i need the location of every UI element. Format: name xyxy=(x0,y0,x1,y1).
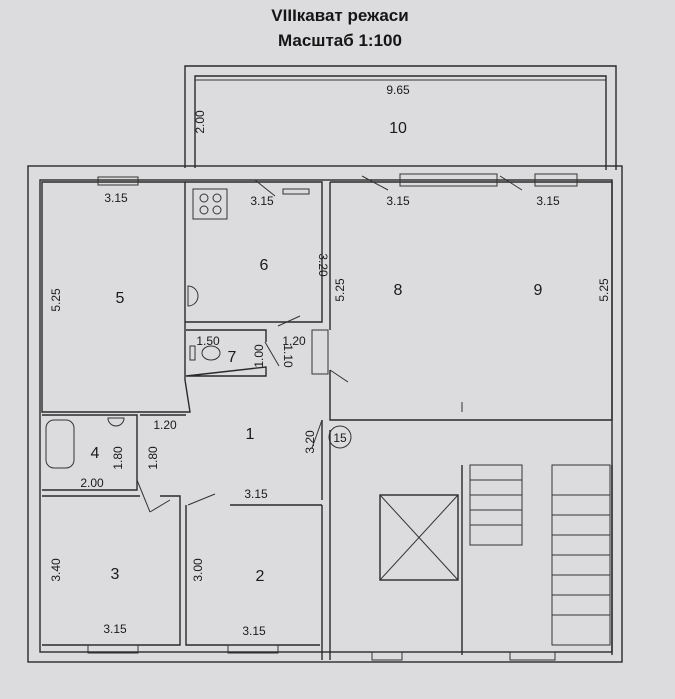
dim-width: 3.15 xyxy=(242,624,266,638)
room-5: 5 5.25 3.15 xyxy=(41,176,191,413)
room-4-bathroom: 4 1.80 1.80 2.00 xyxy=(42,414,160,513)
dim-corridor: 1.20 xyxy=(282,334,306,348)
dim-width: 2.00 xyxy=(80,476,104,490)
room-number: 2 xyxy=(256,568,265,585)
dim-length: 3.20 xyxy=(316,253,330,277)
outer-walls xyxy=(27,165,623,663)
room-number: 7 xyxy=(228,349,237,366)
room-8-9: 8 9 5.25 5.25 3.15 3.15 xyxy=(311,173,613,421)
apartment-number: 15 xyxy=(333,431,347,445)
room-number: 3 xyxy=(111,566,120,583)
room-8-dim-length: 5.25 xyxy=(333,278,347,302)
dim-width: 1.50 xyxy=(196,334,220,348)
room-1-corridor: 1 1.20 3.20 3.15 15 xyxy=(140,414,352,660)
dim-width: 3.15 xyxy=(103,622,127,636)
room-8-number: 8 xyxy=(394,282,403,299)
dim-width: 3.15 xyxy=(250,194,274,208)
room-number: 10 xyxy=(389,120,407,137)
stair-flight xyxy=(469,464,523,546)
dim-door: 1.10 xyxy=(281,344,295,368)
room-2: 2 3.00 3.15 xyxy=(185,505,320,654)
room-7-wc: 7 1.50 1.00 1.10 1.20 xyxy=(185,315,306,377)
dim-width: 9.65 xyxy=(386,83,410,97)
stairwell xyxy=(329,430,613,661)
stove-icon xyxy=(192,188,228,220)
dim-a: 1.80 xyxy=(111,446,125,470)
room-number: 5 xyxy=(116,290,125,307)
dim-length: 3.20 xyxy=(303,430,317,454)
dim-b: 1.80 xyxy=(146,446,160,470)
room-10-balcony: 9.65 10 2.00 xyxy=(184,65,617,170)
room-6-kitchen: 6 3.15 3.20 xyxy=(185,179,330,323)
dim-length: 1.00 xyxy=(252,344,266,368)
dim-depth: 2.00 xyxy=(193,110,207,134)
dim-bottom: 3.15 xyxy=(244,487,268,501)
plan-title: VIIIкават режаси xyxy=(271,6,408,25)
room-9-dim-width: 3.15 xyxy=(536,194,560,208)
plan-scale: Масштаб 1:100 xyxy=(278,31,402,50)
bathtub-icon xyxy=(45,419,75,469)
dim-length: 3.40 xyxy=(49,558,63,582)
room-8-dim-width: 3.15 xyxy=(386,194,410,208)
dim-width: 1.20 xyxy=(153,418,177,432)
sink-icon xyxy=(107,417,125,427)
room-9-dim-length: 5.25 xyxy=(597,278,611,302)
room-number: 1 xyxy=(246,426,255,443)
elevator-shaft xyxy=(379,494,459,581)
dim-width: 3.15 xyxy=(104,191,128,205)
apartment-number-circle xyxy=(328,425,352,449)
room-3: 3 3.40 3.15 xyxy=(42,495,181,654)
room-number: 4 xyxy=(91,445,100,462)
room-9-number: 9 xyxy=(534,282,543,299)
dim-length: 5.25 xyxy=(49,288,63,312)
room-number: 6 xyxy=(260,257,269,274)
toilet-icon xyxy=(201,345,221,361)
sink-icon xyxy=(187,285,199,307)
dim-length: 3.00 xyxy=(191,558,205,582)
